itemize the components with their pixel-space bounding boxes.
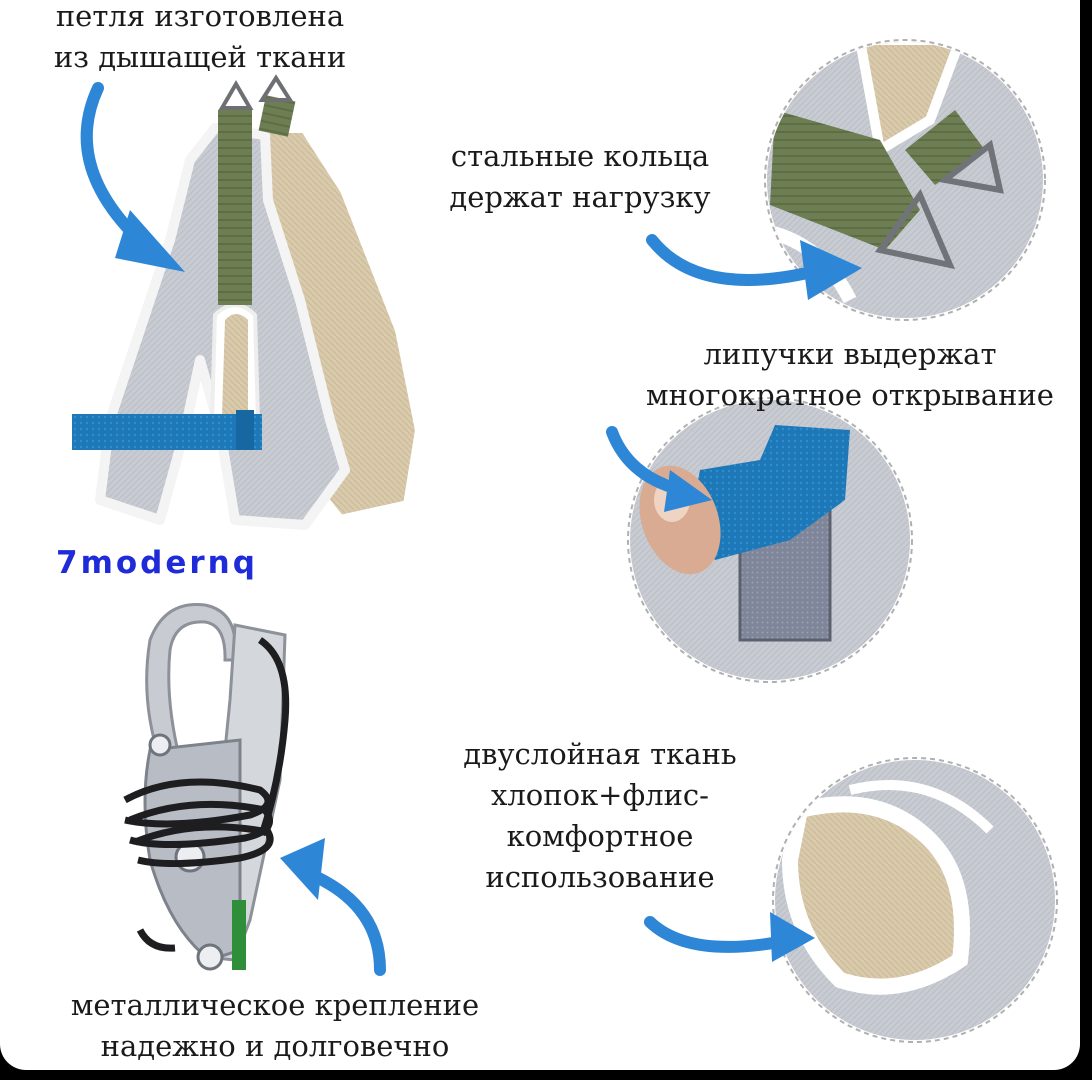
steel-ring-icon [218,80,254,110]
steel-ring-icon [258,74,294,102]
buckle-caption: металлическое крепление надежно и долгов… [40,985,510,1067]
rings-detail-image [764,39,1046,321]
velcro-caption-line-1: липучки выдержат [703,337,997,371]
velcro-caption: липучки выдержат многократное открывание [630,334,1070,416]
velcro-caption-line-2: многократное открывание [646,378,1054,412]
steel-ring-icon [874,188,956,270]
metal-buckle-image [123,602,290,971]
fabric-detail-image [772,757,1058,1043]
loop-caption-line-1: петля изготовлена [55,0,345,33]
product-illustrations [72,39,1058,1043]
fabric-caption-line-2: хлопок+флис- [491,778,709,812]
buckle-caption-line-1: металлическое крепление [70,988,480,1022]
brand-watermark: 7modernq [56,545,258,581]
steel-ring-icon [937,139,1004,194]
fabric-caption-line-1: двуслойная ткань [463,737,737,771]
rings-caption: стальные кольца держат нагрузку [420,136,740,218]
velcro-detail-image [627,397,913,683]
fabric-caption-line-3: комфортное [506,819,694,853]
arrow-icon [115,210,862,962]
loop-caption-line-2: из дышащей ткани [53,40,347,74]
fabric-caption-line-4: использование [485,860,715,894]
cord-icon [123,637,290,952]
rings-caption-line-2: держат нагрузку [449,180,711,214]
rings-caption-line-1: стальные кольца [450,139,710,173]
buckle-caption-line-2: надежно и долговечно [100,1029,450,1063]
product-infographic: петля изготовлена из дышащей ткани сталь… [0,0,1080,1070]
loop-caption: петля изготовлена из дышащей ткани [30,0,370,78]
harness-loop-image [72,74,426,530]
fabric-caption: двуслойная ткань хлопок+флис- комфортное… [440,734,760,898]
